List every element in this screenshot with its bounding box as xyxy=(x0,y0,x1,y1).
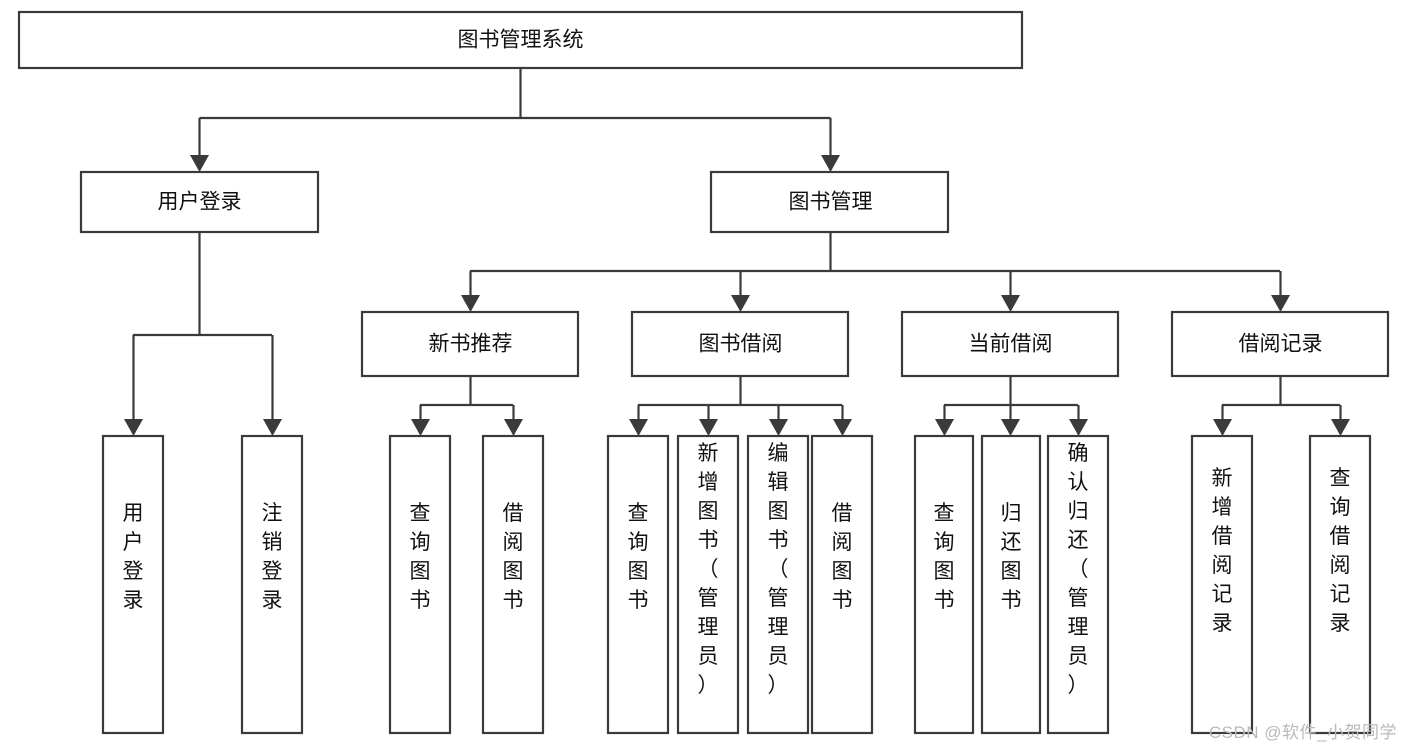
arrow-head-current-borrow xyxy=(1001,295,1020,312)
node-root[interactable]: 图书管理系统 xyxy=(17,10,1024,70)
node-book-manage[interactable]: 图书管理 xyxy=(709,170,950,234)
node-leaf-borrow-book-1-box[interactable] xyxy=(481,434,545,735)
node-book-borrow[interactable]: 图书借阅 xyxy=(630,310,850,378)
node-book-manage-box[interactable] xyxy=(709,170,950,234)
node-leaf-user-login-box[interactable] xyxy=(101,434,165,735)
node-leaf-query-book-2[interactable]: 查询图书 xyxy=(606,434,670,735)
node-leaf-logout-box[interactable] xyxy=(240,434,304,735)
arrow-head-leaf-confirm-return xyxy=(1069,419,1088,436)
node-leaf-add-record[interactable]: 新增借阅记录 xyxy=(1190,434,1254,735)
node-borrow-record[interactable]: 借阅记录 xyxy=(1170,310,1390,378)
node-leaf-borrow-book-2-label: 借阅图书 xyxy=(832,502,853,612)
node-user-login-box[interactable] xyxy=(79,170,320,234)
node-leaf-return-book-box[interactable] xyxy=(980,434,1042,735)
arrow-head-leaf-add-record xyxy=(1213,419,1232,436)
node-current-borrow-label: 当前借阅 xyxy=(969,333,1053,356)
node-leaf-return-book-label: 归还图书 xyxy=(1001,502,1022,612)
arrow-head-leaf-logout xyxy=(263,419,282,436)
arrow-head-book-borrow xyxy=(731,295,750,312)
node-borrow-record-label: 借阅记录 xyxy=(1239,333,1323,356)
arrow-head-leaf-query-record xyxy=(1331,419,1350,436)
arrow-head-book-manage xyxy=(821,155,840,172)
node-leaf-query-record-box[interactable] xyxy=(1308,434,1372,735)
node-user-login[interactable]: 用户登录 xyxy=(79,170,320,234)
node-book-borrow-label: 图书借阅 xyxy=(699,333,783,356)
node-leaf-user-login[interactable]: 用户登录 xyxy=(101,434,165,735)
node-new-book-recommend-label: 新书推荐 xyxy=(429,333,513,356)
node-leaf-borrow-book-1-label: 借阅图书 xyxy=(503,502,524,612)
node-leaf-return-book[interactable]: 归还图书 xyxy=(980,434,1042,735)
node-leaf-edit-book-box[interactable] xyxy=(746,434,810,735)
node-user-login-label: 用户登录 xyxy=(158,191,242,214)
node-leaf-query-book-3-box[interactable] xyxy=(913,434,975,735)
node-leaf-add-book-label: 新增图书（管理员） xyxy=(698,442,719,697)
node-leaf-query-book-2-box[interactable] xyxy=(606,434,670,735)
node-root-box[interactable] xyxy=(17,10,1024,70)
arrow-head-leaf-edit-book xyxy=(769,419,788,436)
arrow-head-leaf-query-book-3 xyxy=(935,419,954,436)
node-leaf-add-record-label: 新增借阅记录 xyxy=(1212,467,1233,635)
node-leaf-confirm-return-label: 确认归还（管理员） xyxy=(1068,442,1089,697)
node-current-borrow[interactable]: 当前借阅 xyxy=(900,310,1120,378)
node-leaf-query-record-label: 查询借阅记录 xyxy=(1330,467,1351,635)
node-leaf-add-book-box[interactable] xyxy=(676,434,740,735)
node-leaf-logout[interactable]: 注销登录 xyxy=(240,434,304,735)
node-leaf-query-book-1-label: 查询图书 xyxy=(410,502,431,612)
node-new-book-recommend[interactable]: 新书推荐 xyxy=(360,310,580,378)
node-leaf-edit-book[interactable]: 编辑图书（管理员） xyxy=(746,434,810,735)
arrow-head-leaf-borrow-book-1 xyxy=(504,419,523,436)
node-leaf-query-book-1[interactable]: 查询图书 xyxy=(388,434,452,735)
node-new-book-recommend-box[interactable] xyxy=(360,310,580,378)
node-book-borrow-box[interactable] xyxy=(630,310,850,378)
arrow-head-leaf-query-book-2 xyxy=(629,419,648,436)
node-current-borrow-box[interactable] xyxy=(900,310,1120,378)
arrow-head-leaf-add-book xyxy=(699,419,718,436)
node-leaf-add-record-box[interactable] xyxy=(1190,434,1254,735)
node-leaf-confirm-return[interactable]: 确认归还（管理员） xyxy=(1046,434,1110,735)
node-leaf-query-book-2-label: 查询图书 xyxy=(628,502,649,612)
node-root-label: 图书管理系统 xyxy=(458,29,584,52)
node-leaf-query-book-3-label: 查询图书 xyxy=(934,502,955,612)
node-leaf-borrow-book-2-box[interactable] xyxy=(810,434,874,735)
arrow-head-borrow-record xyxy=(1271,295,1290,312)
connector-layer xyxy=(124,68,1350,436)
node-leaf-borrow-book-1[interactable]: 借阅图书 xyxy=(481,434,545,735)
arrow-head-leaf-user-login xyxy=(124,419,143,436)
csdn-watermark: CSDN @软件_小贺同学 xyxy=(1208,723,1397,742)
node-leaf-query-record[interactable]: 查询借阅记录 xyxy=(1308,434,1372,735)
arrow-head-leaf-query-book-1 xyxy=(411,419,430,436)
node-leaf-confirm-return-box[interactable] xyxy=(1046,434,1110,735)
node-borrow-record-box[interactable] xyxy=(1170,310,1390,378)
node-leaf-query-book-1-box[interactable] xyxy=(388,434,452,735)
arrow-head-leaf-borrow-book-2 xyxy=(833,419,852,436)
node-leaf-user-login-label: 用户登录 xyxy=(123,502,144,612)
node-leaf-logout-label: 注销登录 xyxy=(262,502,283,612)
node-leaf-query-book-3[interactable]: 查询图书 xyxy=(913,434,975,735)
node-leaf-borrow-book-2[interactable]: 借阅图书 xyxy=(810,434,874,735)
arrow-head-new-book-recommend xyxy=(461,295,480,312)
node-leaf-edit-book-label: 编辑图书（管理员） xyxy=(768,442,789,697)
arrow-head-user-login xyxy=(190,155,209,172)
node-book-manage-label: 图书管理 xyxy=(789,191,873,214)
node-leaf-add-book[interactable]: 新增图书（管理员） xyxy=(676,434,740,735)
arrow-head-leaf-return-book xyxy=(1001,419,1020,436)
